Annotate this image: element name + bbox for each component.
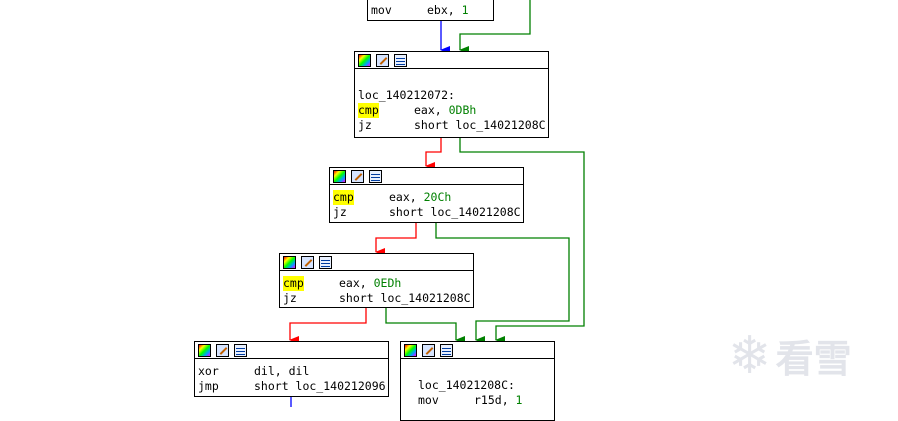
mnemonic: xor: [198, 364, 219, 378]
operand-number: 1: [461, 3, 469, 17]
watermark: ❄ 看雪: [728, 328, 852, 383]
edge-false: [289, 307, 367, 344]
operand[interactable]: short loc_14021208C: [414, 118, 546, 132]
color-palette-icon[interactable]: [358, 53, 371, 67]
rename-icon[interactable]: [351, 169, 364, 183]
snowflake-icon: ❄: [728, 325, 772, 386]
operand[interactable]: short loc_14021208C: [389, 205, 521, 219]
node-toolbar: [330, 168, 523, 185]
edge-true: [459, 137, 585, 344]
operand: eax,: [414, 103, 449, 117]
edge-true: [385, 307, 465, 344]
operand: dil, dil: [254, 364, 310, 378]
color-palette-icon[interactable]: [283, 255, 296, 269]
asm-line: mov ebx, 1: [371, 3, 493, 18]
mnemonic: cmp: [283, 276, 304, 291]
code-block-loc-140212072[interactable]: loc_140212072: cmp eax, 0DBh jz short loc_…: [354, 51, 549, 138]
color-palette-icon[interactable]: [198, 343, 211, 357]
graph-list-icon[interactable]: [369, 169, 382, 183]
operand: eax,: [339, 276, 374, 290]
asm-line: xor dil, dil: [198, 364, 388, 379]
mnemonic: jz: [283, 291, 297, 305]
code-block-cmp-20ch[interactable]: cmp eax, 20Ch jz short loc_14021208C: [329, 167, 524, 223]
asm-line: cmp eax, 20Ch: [333, 190, 523, 205]
asm-line: cmp eax, 0DBh: [358, 103, 548, 118]
rename-icon[interactable]: [301, 255, 314, 269]
code-block-top[interactable]: mov ebx, 1: [367, 0, 494, 21]
operand: r15d,: [474, 393, 516, 407]
asm-line: jz short loc_14021208C: [358, 118, 548, 133]
watermark-text: 看雪: [775, 337, 852, 381]
mnemonic: cmp: [358, 103, 379, 118]
block-label[interactable]: loc_140212072:: [358, 88, 455, 102]
mnemonic: jz: [358, 118, 372, 132]
code-block-cmp-0edh[interactable]: cmp eax, 0EDh jz short loc_14021208C: [279, 253, 474, 308]
mnemonic: mov: [418, 393, 439, 407]
code-block-xor[interactable]: xor dil, dil jmp short loc_140212096: [194, 341, 389, 397]
code-block-loc-14021208c[interactable]: loc_14021208C: mov r15d, 1: [400, 341, 555, 421]
node-toolbar: [355, 52, 548, 69]
mnemonic: jmp: [198, 379, 219, 393]
node-toolbar: [280, 254, 473, 271]
asm-line: mov r15d, 1: [418, 393, 554, 408]
operand-number: 1: [515, 393, 523, 407]
edge-true: [435, 222, 570, 344]
edge-true: [459, 0, 531, 54]
flow-edges: [289, 0, 585, 407]
edge-false: [375, 222, 417, 256]
operand-number: 20Ch: [423, 190, 452, 204]
asm-line: cmp eax, 0EDh: [283, 276, 473, 291]
graph-list-icon[interactable]: [234, 343, 247, 357]
operand: eax,: [389, 190, 424, 204]
node-toolbar: [401, 342, 554, 359]
asm-line: jz short loc_14021208C: [333, 205, 523, 220]
edge-false: [425, 137, 442, 170]
mnemonic: mov: [371, 3, 392, 17]
operand: ebx,: [427, 3, 462, 17]
operand-number: 0EDh: [373, 276, 402, 290]
asm-line: jmp short loc_140212096: [198, 379, 388, 394]
operand-number: 0DBh: [448, 103, 477, 117]
block-label[interactable]: loc_14021208C:: [418, 378, 515, 392]
graph-list-icon[interactable]: [394, 53, 407, 67]
graph-list-icon[interactable]: [440, 343, 453, 357]
mnemonic: jz: [333, 205, 347, 219]
rename-icon[interactable]: [376, 53, 389, 67]
color-palette-icon[interactable]: [404, 343, 417, 357]
operand[interactable]: short loc_14021208C: [339, 291, 471, 305]
node-toolbar: [195, 342, 388, 359]
color-palette-icon[interactable]: [333, 169, 346, 183]
graph-list-icon[interactable]: [319, 255, 332, 269]
operand[interactable]: short loc_140212096: [254, 379, 386, 393]
rename-icon[interactable]: [422, 343, 435, 357]
rename-icon[interactable]: [216, 343, 229, 357]
asm-line: jz short loc_14021208C: [283, 291, 473, 306]
mnemonic: cmp: [333, 190, 354, 205]
